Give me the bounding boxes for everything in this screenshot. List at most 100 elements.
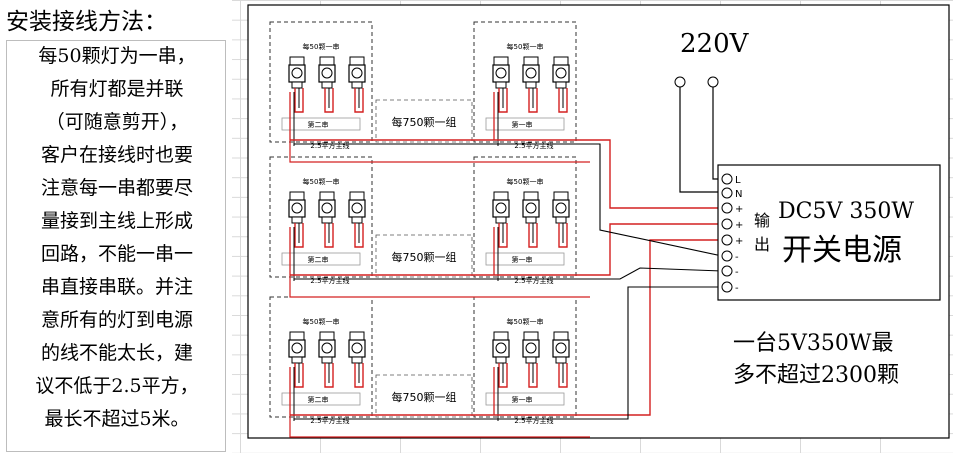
terminal-screw: [721, 234, 733, 246]
string-label: 每50颗一串: [507, 317, 544, 326]
string-number: 第一串: [512, 255, 533, 264]
led-lead: [294, 223, 304, 248]
string-label: 每50颗一串: [507, 42, 544, 51]
group-label: 每750颗一组: [392, 390, 457, 404]
led-base: [495, 216, 507, 224]
string-box: [269, 21, 373, 143]
power-supply: [717, 164, 941, 301]
instruction-line: 意所有的灯到电源: [40, 309, 193, 331]
led-base: [351, 356, 363, 364]
negative-wire-1: [294, 143, 723, 257]
led-cap: [493, 331, 509, 341]
psu-model: DC5V 350W: [778, 199, 914, 224]
mains-terminal-n: [707, 76, 719, 88]
terminal-label: +: [735, 204, 743, 215]
led-lens: [555, 342, 567, 354]
voltage-label: 220V: [680, 29, 750, 59]
mains-wire-l: [679, 87, 722, 193]
string-number: 第二串: [308, 395, 329, 404]
string-label: 每50颗一串: [303, 42, 340, 51]
string-plate: [281, 252, 361, 266]
terminal-label: +: [735, 220, 743, 231]
terminal-screw: [721, 250, 733, 262]
string-plate: [281, 117, 361, 131]
led-cap: [289, 56, 305, 66]
string-number: 第二串: [308, 255, 329, 264]
instructions-box: 每50颗灯为一串， 所有灯都是并联 （可随意剪开）， 客户在接线时也要 注意每一…: [6, 40, 226, 452]
instruction-line: 客户在接线时也要: [40, 144, 193, 166]
terminal-screw: [721, 187, 733, 199]
positive-wire-3: [590, 239, 722, 416]
terminal-label: -: [735, 252, 739, 263]
led-cap: [289, 191, 305, 201]
led-lens: [321, 67, 333, 79]
instruction-line: 回路，不能一串一: [40, 243, 193, 265]
terminal-screw: [721, 281, 733, 293]
negative-wire-3: [294, 286, 722, 420]
main-wire-label: 2.5平方主线: [310, 276, 349, 285]
string-box: [269, 156, 373, 278]
positive-wire-2: [590, 223, 722, 276]
led-lead: [324, 223, 334, 248]
string-label: 每50颗一串: [303, 317, 340, 326]
instruction-line: 串直接串联。并注: [40, 276, 193, 298]
output-label-1: 输: [754, 211, 770, 230]
main-wire-label: 2.5平方主线: [310, 141, 349, 150]
terminal-screw: [721, 173, 733, 185]
led-cap: [319, 191, 335, 201]
led-lead: [294, 88, 304, 113]
led-lens: [351, 342, 363, 354]
led-lens: [555, 202, 567, 214]
led-lead: [528, 363, 538, 388]
group-return-red: [289, 275, 590, 298]
led-base: [291, 356, 303, 364]
instruction-line: 的线不能太长，建: [40, 342, 193, 364]
instruction-line: 每50颗灯为一串，: [38, 45, 196, 67]
led-lead: [498, 88, 508, 113]
group-label: 每750颗一组: [392, 115, 457, 129]
terminal-label: +: [735, 236, 743, 247]
led-base: [555, 356, 567, 364]
instruction-line: 注意每一串都要尽: [40, 177, 193, 199]
instruction-line: 最长不超过5米。: [44, 408, 190, 430]
string-number: 第二串: [308, 120, 329, 129]
string-label: 每50颗一串: [507, 177, 544, 186]
led-lead: [528, 223, 538, 248]
psu-type: 开关电源: [782, 233, 902, 268]
led-base: [351, 81, 363, 89]
main-wire-label: 2.5平方主线: [514, 416, 553, 425]
group-return-red: [289, 415, 590, 438]
led-base: [321, 356, 333, 364]
led-cap: [493, 191, 509, 201]
led-base: [495, 81, 507, 89]
wires: [289, 87, 723, 438]
main-wire-label: 2.5平方主线: [514, 141, 553, 150]
led-lens: [525, 202, 537, 214]
string-plate: [485, 392, 565, 406]
string-label: 每50颗一串: [303, 177, 340, 186]
led-lens: [351, 67, 363, 79]
group-box: [375, 99, 473, 143]
led-cap: [289, 331, 305, 341]
led-base: [525, 356, 537, 364]
mains-terminal-l: [674, 76, 686, 88]
led-cap: [349, 331, 365, 341]
led-base: [351, 216, 363, 224]
led-lead: [528, 88, 538, 113]
group-return-red: [289, 140, 590, 163]
led-lead: [558, 223, 568, 248]
led-cap: [349, 56, 365, 66]
terminal-label: N: [735, 189, 742, 200]
instruction-line: 议不低于2.5平方，: [35, 375, 199, 397]
led-lens: [291, 342, 303, 354]
string-box: [473, 21, 577, 143]
group-box: [375, 374, 473, 418]
led-lens: [525, 67, 537, 79]
instructions-panel: 安装接线方法： 每50颗灯为一串， 所有灯都是并联 （可随意剪开）， 客户在接线…: [0, 0, 232, 453]
led-lead: [498, 363, 508, 388]
led-cap: [523, 191, 539, 201]
led-lens: [351, 202, 363, 214]
led-lens: [495, 202, 507, 214]
